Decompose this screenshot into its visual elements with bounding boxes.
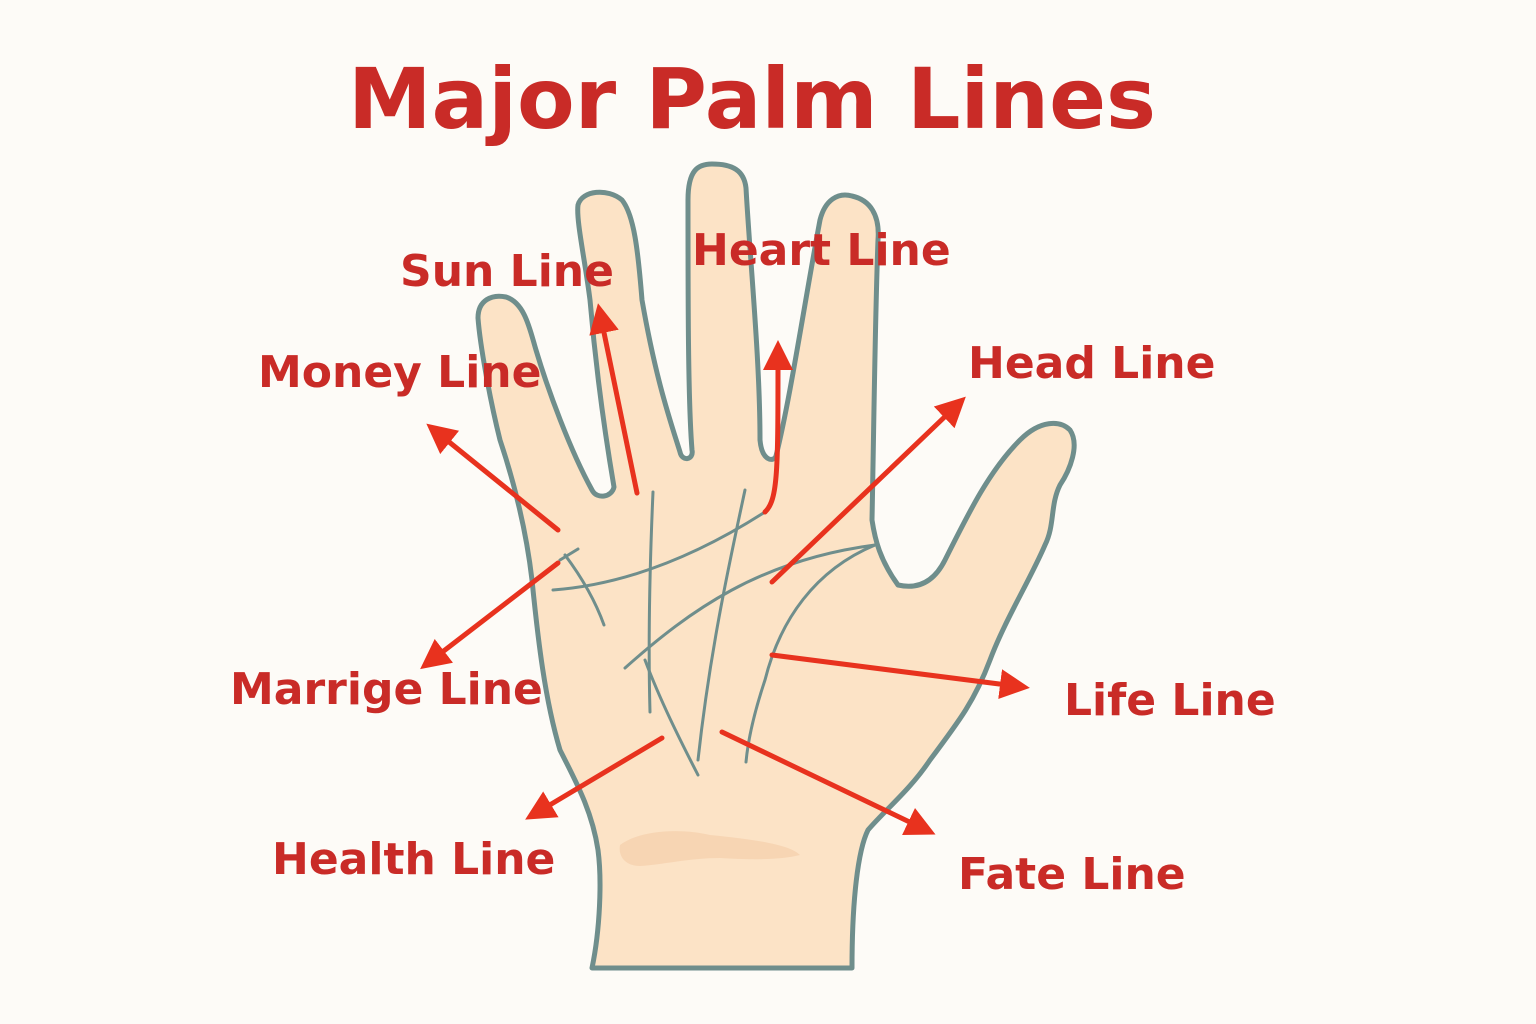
head-line-arrow bbox=[769, 396, 966, 585]
diagram-title: Major Palm Lines bbox=[348, 50, 1156, 148]
head-line-label: Head Line bbox=[968, 338, 1215, 389]
sun-crease bbox=[696, 488, 747, 762]
arrow-icons bbox=[420, 303, 1030, 836]
fate-crease bbox=[647, 490, 655, 714]
marriage-crease-tick bbox=[558, 547, 580, 562]
marriage-line-arrow bbox=[420, 560, 561, 670]
health-line-label: Health Line bbox=[272, 834, 555, 885]
heart-line-label: Heart Line bbox=[692, 225, 951, 276]
life-line-arrow bbox=[769, 652, 1030, 699]
wrist-crease-shading bbox=[619, 831, 800, 866]
health-line-arrow bbox=[525, 735, 665, 820]
fate-line-label: Fate Line bbox=[958, 849, 1186, 900]
money-line-label: Money Line bbox=[258, 347, 541, 398]
heart-line-arrow bbox=[762, 340, 793, 515]
money-line-arrow bbox=[426, 423, 561, 533]
life-crease bbox=[744, 543, 877, 764]
sun-line-arrow bbox=[589, 303, 640, 496]
sun-line-label: Sun Line bbox=[400, 246, 614, 297]
marriage-line-label: Marrige Line bbox=[230, 664, 543, 715]
open-palm-icon bbox=[475, 161, 1077, 971]
life-line-label: Life Line bbox=[1064, 675, 1276, 726]
marriage-crease bbox=[563, 553, 606, 627]
health-crease bbox=[643, 658, 700, 777]
fate-line-arrow bbox=[719, 729, 936, 836]
hand-outline bbox=[475, 161, 1077, 971]
